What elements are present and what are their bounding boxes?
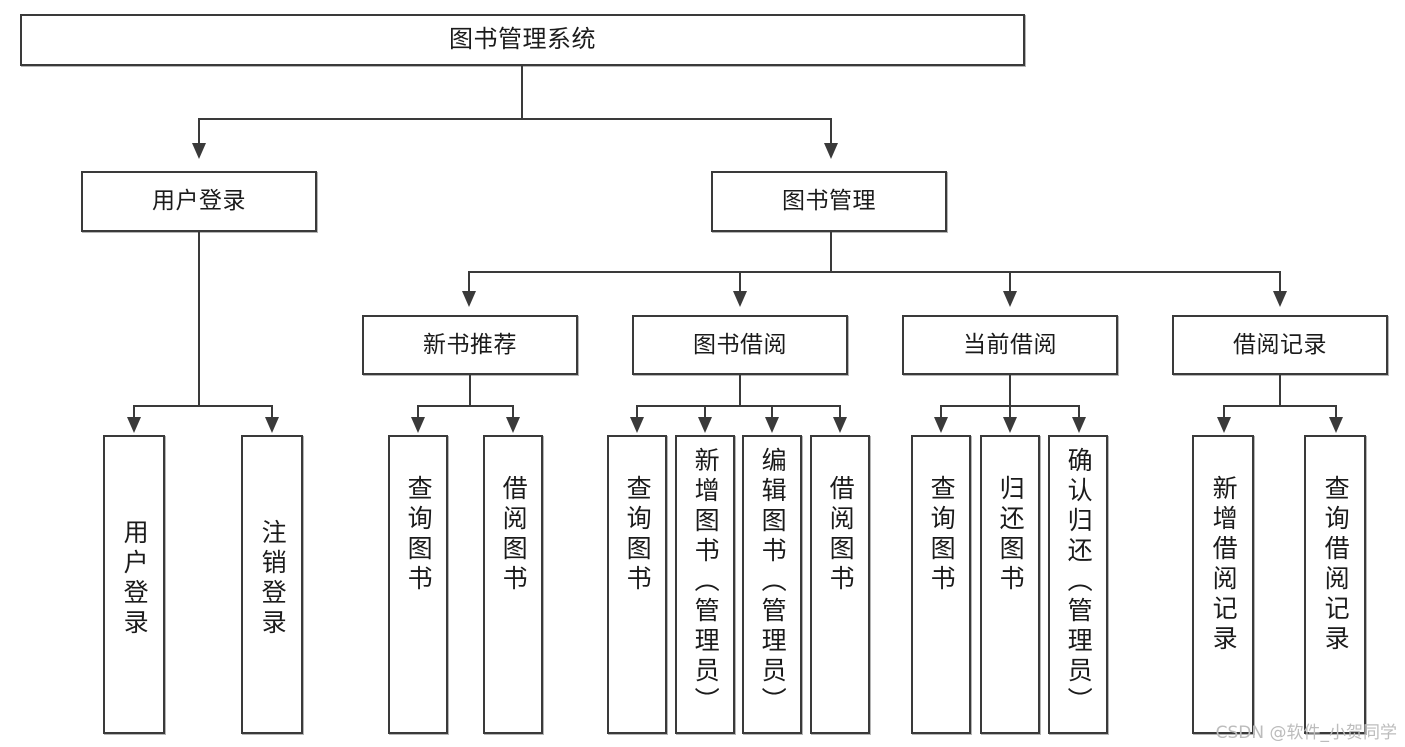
node-label: 查询图书 (404, 475, 434, 595)
connector-current-borrow-stem (1009, 375, 1011, 407)
node-label: 注销登录 (258, 519, 288, 639)
leaf-current-borrow-return-book[interactable]: 归还图书 (980, 435, 1040, 734)
connector-current-borrow-branch-3 (1078, 405, 1080, 419)
connector-book-borrow-branch-1 (636, 405, 638, 419)
node-current-borrow[interactable]: 当前借阅 (902, 315, 1118, 375)
node-label: 借阅图书 (499, 475, 529, 595)
arrowhead-book-borrow-leaf-2 (698, 417, 712, 433)
node-label: 用户登录 (120, 519, 150, 639)
leaf-book-borrow-borrow-book[interactable]: 借阅图书 (810, 435, 870, 734)
connector-book-borrow-bus (636, 405, 840, 407)
node-root-book-management-system[interactable]: 图书管理系统 (20, 14, 1025, 66)
connector-root-bus (198, 118, 832, 120)
node-new-book-recommend[interactable]: 新书推荐 (362, 315, 578, 375)
node-book-borrow[interactable]: 图书借阅 (632, 315, 848, 375)
connector-new-book-stem (469, 375, 471, 407)
connector-user-login-stem (198, 232, 200, 407)
csdn-watermark: CSDN @软件_小贺同学 (1215, 723, 1397, 743)
connector-root-to-user-login (198, 118, 200, 145)
leaf-book-borrow-add-book-admin[interactable]: 新增图书（管理员） (675, 435, 735, 734)
node-label: 当前借阅 (963, 331, 1057, 358)
leaf-current-borrow-query-book[interactable]: 查询图书 (911, 435, 971, 734)
node-label: 新增图书（管理员） (691, 447, 721, 717)
connector-user-login-branch-1 (133, 405, 135, 419)
connector-borrow-record-bus (1223, 405, 1336, 407)
arrowhead-root-to-book-management (824, 143, 838, 159)
connector-borrow-record-stem (1279, 375, 1281, 407)
arrowhead-bm-to-current-borrow (1003, 291, 1017, 307)
node-label: 查询图书 (927, 475, 957, 595)
arrowhead-user-login-leaf-2 (265, 417, 279, 433)
connector-bm-branch-4 (1279, 271, 1281, 293)
leaf-user-login-logout[interactable]: 注销登录 (241, 435, 303, 734)
node-book-management[interactable]: 图书管理 (711, 171, 947, 232)
arrowhead-current-borrow-leaf-3 (1072, 417, 1086, 433)
connector-book-borrow-stem (739, 375, 741, 407)
leaf-book-borrow-edit-book-admin[interactable]: 编辑图书（管理员） (742, 435, 802, 734)
leaf-new-book-query-book[interactable]: 查询图书 (388, 435, 448, 734)
arrowhead-new-book-leaf-1 (411, 417, 425, 433)
arrowhead-bm-to-book-borrow (733, 291, 747, 307)
leaf-user-login-login[interactable]: 用户登录 (103, 435, 165, 734)
connector-user-login-branch-2 (271, 405, 273, 419)
node-label: 图书管理 (782, 188, 876, 215)
node-label: 新增借阅记录 (1209, 475, 1239, 655)
leaf-borrow-record-query-record[interactable]: 查询借阅记录 (1304, 435, 1366, 734)
arrowhead-user-login-leaf-1 (127, 417, 141, 433)
arrowhead-bm-to-borrow-record (1273, 291, 1287, 307)
node-label: 借阅记录 (1233, 331, 1327, 358)
node-user-login[interactable]: 用户登录 (81, 171, 317, 232)
node-label: 编辑图书（管理员） (758, 447, 788, 717)
node-label: 用户登录 (152, 188, 246, 215)
connector-book-borrow-branch-3 (771, 405, 773, 419)
leaf-new-book-borrow-book[interactable]: 借阅图书 (483, 435, 543, 734)
connector-bm-branch-3 (1009, 271, 1011, 293)
connector-root-to-book-management (830, 118, 832, 145)
connector-new-book-bus (417, 405, 513, 407)
node-label: 确认归还（管理员） (1064, 447, 1094, 717)
arrowhead-borrow-record-leaf-1 (1217, 417, 1231, 433)
connector-book-management-bus (468, 271, 1280, 273)
connector-book-management-stem (830, 232, 832, 272)
connector-root-stem (521, 66, 523, 119)
connector-current-borrow-branch-1 (940, 405, 942, 419)
arrowhead-new-book-leaf-2 (506, 417, 520, 433)
connector-new-book-branch-1 (417, 405, 419, 419)
node-label: 查询图书 (623, 475, 653, 595)
leaf-current-borrow-confirm-return-admin[interactable]: 确认归还（管理员） (1048, 435, 1108, 734)
arrowhead-root-to-user-login (192, 143, 206, 159)
node-borrow-record[interactable]: 借阅记录 (1172, 315, 1388, 375)
leaf-borrow-record-add-record[interactable]: 新增借阅记录 (1192, 435, 1254, 734)
node-label: 新书推荐 (423, 331, 517, 358)
node-label: 借阅图书 (826, 475, 856, 595)
arrowhead-borrow-record-leaf-2 (1329, 417, 1343, 433)
node-label: 归还图书 (996, 475, 1026, 595)
arrowhead-book-borrow-leaf-4 (833, 417, 847, 433)
arrowhead-book-borrow-leaf-1 (630, 417, 644, 433)
connector-borrow-record-branch-2 (1335, 405, 1337, 419)
node-label: 图书管理系统 (449, 25, 596, 54)
connector-book-borrow-branch-2 (704, 405, 706, 419)
arrowhead-book-borrow-leaf-3 (765, 417, 779, 433)
connector-current-borrow-branch-2 (1009, 405, 1011, 419)
connector-bm-branch-1 (468, 271, 470, 293)
connector-borrow-record-branch-1 (1223, 405, 1225, 419)
connector-user-login-bus (133, 405, 272, 407)
node-label: 图书借阅 (693, 331, 787, 358)
leaf-book-borrow-query-book[interactable]: 查询图书 (607, 435, 667, 734)
connector-new-book-branch-2 (512, 405, 514, 419)
arrowhead-current-borrow-leaf-1 (934, 417, 948, 433)
arrowhead-current-borrow-leaf-2 (1003, 417, 1017, 433)
connector-book-borrow-branch-4 (839, 405, 841, 419)
arrowhead-bm-to-new-book-recommend (462, 291, 476, 307)
connector-bm-branch-2 (739, 271, 741, 293)
node-label: 查询借阅记录 (1321, 475, 1351, 655)
